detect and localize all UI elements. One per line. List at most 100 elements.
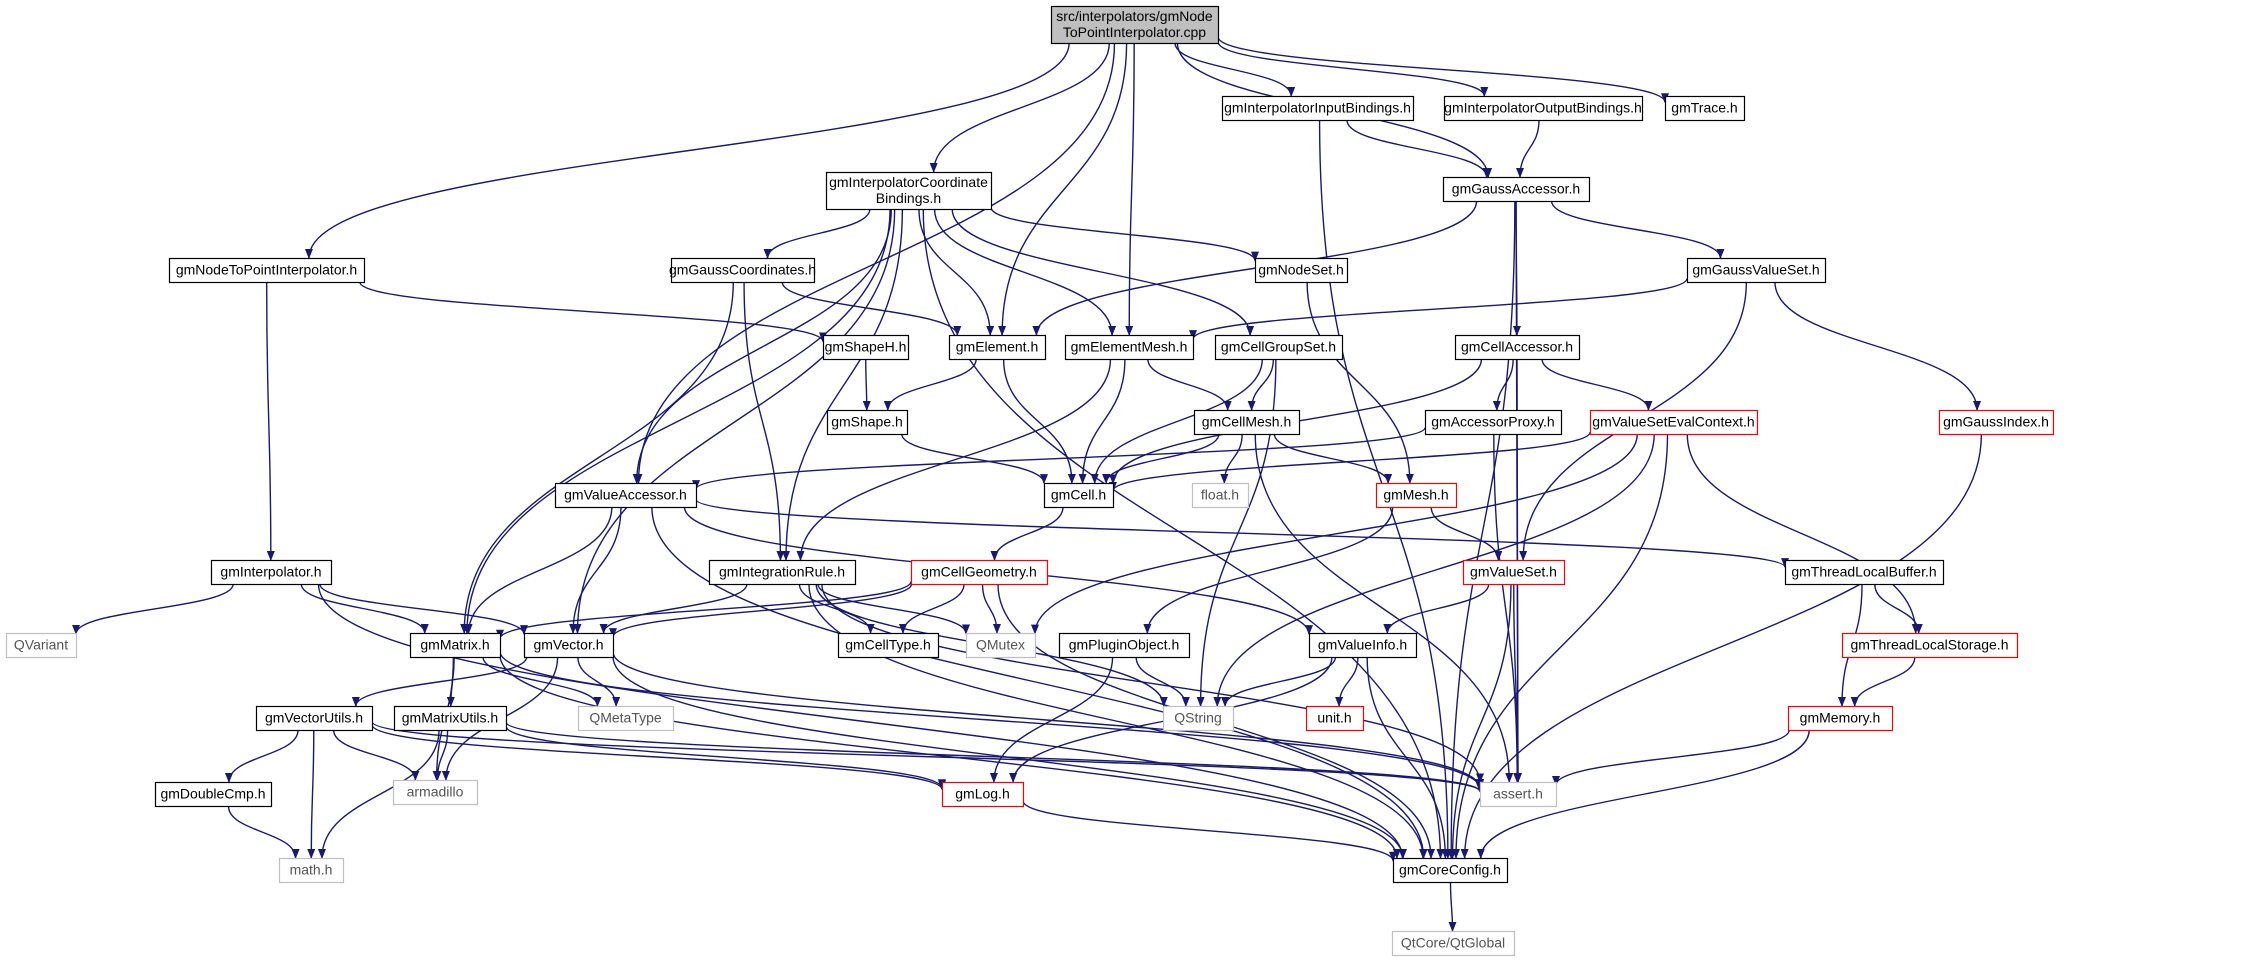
node-box-threadLocalBuffer (1784, 559, 1945, 586)
edge-root-to-inputBindings (1174, 42, 1296, 97)
node-integrationRule[interactable]: gmIntegrationRule.h (708, 559, 857, 586)
edge-mesh-to-valueSet (1430, 506, 1503, 561)
node-label-vector: gmVector.h (533, 637, 603, 653)
node-qvariant: QVariant (5, 632, 78, 659)
node-box-shapeH (822, 334, 910, 361)
node-root[interactable]: src/interpolators/gmNodeToPointInterpola… (1050, 5, 1220, 45)
node-qmetatype: QMetaType (577, 705, 675, 732)
edge-gaussIndex-to-coreConfig (1460, 433, 1983, 859)
edge-integrationRule-to-assert (821, 583, 1484, 784)
edge-vectorUtils-to-math (307, 729, 316, 859)
node-label-coordBindings: Bindings.h (876, 190, 941, 206)
node-threadLocalBuffer[interactable]: gmThreadLocalBuffer.h (1784, 559, 1945, 586)
node-trace[interactable]: gmTrace.h (1664, 95, 1746, 122)
node-gaussIndex[interactable]: gmGaussIndex.h (1938, 409, 2055, 436)
node-nodeSet[interactable]: gmNodeSet.h (1254, 257, 1349, 284)
edge-elementMesh-to-cell (1078, 358, 1126, 484)
node-label-nodeToPoint: gmNodeToPointInterpolator.h (176, 262, 357, 278)
node-label-cellMesh: gmCellMesh.h (1202, 414, 1291, 430)
node-label-threadLocalBuffer: gmThreadLocalBuffer.h (1791, 564, 1936, 580)
node-vectorUtils[interactable]: gmVectorUtils.h (255, 705, 374, 732)
edge-integrationRule-to-qmutex (817, 583, 970, 635)
node-interpolator[interactable]: gmInterpolator.h (210, 559, 333, 586)
node-cell[interactable]: gmCell.h (1043, 482, 1115, 509)
node-unit[interactable]: unit.h (1305, 705, 1365, 732)
edge-accessorProxy-to-valueAccessor (692, 427, 1426, 491)
node-box-valueAccessor (554, 482, 698, 509)
node-label-valueInfo: gmValueInfo.h (1318, 637, 1407, 653)
edge-gaussCoords-to-integrationRule (743, 281, 785, 561)
node-accessorProxy[interactable]: gmAccessorProxy.h (1424, 409, 1563, 436)
node-threadLocalStorage[interactable]: gmThreadLocalStorage.h (1841, 632, 2019, 659)
node-pluginObject[interactable]: gmPluginObject.h (1058, 632, 1191, 659)
node-shape[interactable]: gmShape.h (826, 409, 909, 436)
node-coreConfig[interactable]: gmCoreConfig.h (1392, 857, 1509, 884)
node-vector[interactable]: gmVector.h (523, 632, 615, 659)
edge-cellAccessor-to-accessorProxy (1492, 358, 1514, 411)
node-label-gaussValueSet: gmGaussValueSet.h (1692, 262, 1819, 278)
edge-coordBindings-to-element (918, 208, 995, 336)
node-elementMesh[interactable]: gmElementMesh.h (1064, 334, 1195, 361)
edge-root-to-coordBindings (929, 42, 1111, 173)
node-gaussCoords[interactable]: gmGaussCoordinates.h (669, 257, 816, 284)
node-box-trace (1664, 95, 1746, 122)
edge-root-to-valueAccessor (634, 42, 1116, 484)
edge-coordBindings-to-nodeSet (990, 206, 1259, 262)
edge-outputBindings-to-gaussAccessor (1516, 119, 1540, 178)
node-label-vectorUtils: gmVectorUtils.h (265, 710, 363, 726)
node-matrixUtils[interactable]: gmMatrixUtils.h (393, 705, 508, 732)
node-box-qmutex (965, 632, 1037, 659)
node-box-cellMesh (1193, 409, 1301, 436)
node-box-cell (1043, 482, 1115, 509)
node-box-pluginObject (1058, 632, 1191, 659)
node-label-outputBindings: gmInterpolatorOutputBindings.h (1444, 100, 1642, 116)
node-log[interactable]: gmLog.h (941, 781, 1025, 808)
edge-gaussValueSet-to-gaussIndex (1774, 281, 1982, 411)
node-valueSet[interactable]: gmValueSet.h (1462, 559, 1566, 586)
node-label-interpolator: gmInterpolator.h (220, 564, 321, 580)
edge-valueSet-to-assert (1513, 583, 1522, 783)
node-box-integrationRule (708, 559, 857, 586)
node-doubleCmp[interactable]: gmDoubleCmp.h (154, 781, 273, 808)
node-label-shape: gmShape.h (831, 414, 903, 430)
node-label-cellGeometry: gmCellGeometry.h (921, 564, 1037, 580)
node-element[interactable]: gmElement.h (948, 334, 1047, 361)
node-box-coordBindings (825, 171, 993, 211)
edge-coordBindings-to-gaussCoords (763, 208, 871, 259)
node-mesh[interactable]: gmMesh.h (1375, 482, 1458, 509)
node-box-qstring (1162, 705, 1235, 732)
edge-coordBindings-to-cellGroupSet (951, 208, 1255, 336)
node-cellType[interactable]: gmCellType.h (837, 632, 940, 659)
node-nodeToPoint[interactable]: gmNodeToPointInterpolator.h (168, 257, 366, 284)
node-label-assert: assert.h (1493, 786, 1543, 802)
node-gaussValueSet[interactable]: gmGaussValueSet.h (1686, 257, 1827, 284)
node-shapeH[interactable]: gmShapeH.h (822, 334, 910, 361)
edge-element-to-shape (883, 358, 977, 411)
edge-elementMesh-to-integrationRule (796, 358, 1112, 561)
node-cellMesh[interactable]: gmCellMesh.h (1193, 409, 1301, 436)
edge-valueAccessor-to-coreConfig (651, 506, 1428, 859)
node-label-inputBindings: gmInterpolatorInputBindings.h (1224, 100, 1411, 116)
node-outputBindings[interactable]: gmInterpolatorOutputBindings.h (1443, 95, 1644, 122)
edge-cellMesh-to-assert (1254, 433, 1514, 783)
edge-valueSetEvalCtx-to-coreConfig (1451, 433, 1669, 859)
node-label-valueSet: gmValueSet.h (1470, 564, 1557, 580)
node-cellGeometry[interactable]: gmCellGeometry.h (910, 559, 1049, 586)
node-inputBindings[interactable]: gmInterpolatorInputBindings.h (1221, 95, 1415, 122)
node-gaussAccessor[interactable]: gmGaussAccessor.h (1442, 176, 1591, 203)
node-valueAccessor[interactable]: gmValueAccessor.h (554, 482, 698, 509)
node-valueInfo[interactable]: gmValueInfo.h (1308, 632, 1418, 659)
node-cellGroupSet[interactable]: gmCellGroupSet.h (1214, 334, 1344, 361)
edge-pluginObject-to-qstring (1135, 656, 1190, 707)
node-label-qstring: QString (1174, 710, 1221, 726)
node-memory[interactable]: gmMemory.h (1787, 705, 1894, 732)
node-label-qmetatype: QMetaType (589, 710, 662, 726)
node-cellAccessor[interactable]: gmCellAccessor.h (1454, 334, 1581, 361)
node-box-root (1050, 5, 1220, 45)
edge-coordBindings-to-vector (573, 208, 896, 634)
node-valueSetEvalCtx[interactable]: gmValueSetEvalContext.h (1589, 409, 1759, 436)
node-matrix[interactable]: gmMatrix.h (409, 632, 502, 659)
node-box-nodeSet (1254, 257, 1349, 284)
